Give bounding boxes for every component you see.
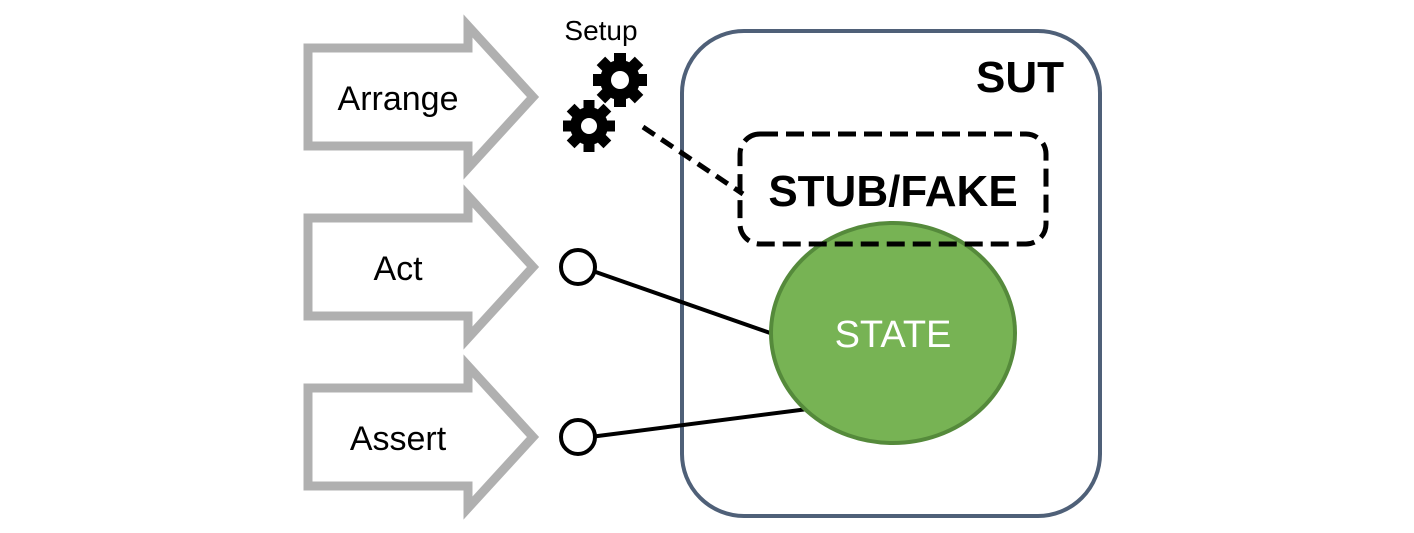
assert-phase: Assert bbox=[303, 354, 540, 520]
act-endpoint bbox=[559, 248, 597, 286]
stub-fake-box bbox=[737, 131, 1049, 247]
act-phase: Act bbox=[303, 184, 540, 350]
arrange-label: Arrange bbox=[338, 80, 459, 118]
setup-connector bbox=[641, 124, 745, 197]
state-label: STATE bbox=[835, 314, 952, 356]
setup-label: Setup bbox=[564, 15, 637, 46]
gear-large-icon bbox=[593, 53, 647, 107]
act-arrow bbox=[303, 184, 540, 350]
assert-connector bbox=[589, 407, 809, 439]
arrange-arrow bbox=[303, 14, 540, 180]
assert-arrow bbox=[303, 354, 540, 520]
state-node bbox=[769, 221, 1017, 445]
sut-label: SUT bbox=[976, 53, 1064, 102]
gear-small-icon bbox=[563, 100, 615, 152]
arrange-phase: Arrange bbox=[303, 14, 540, 180]
gears-icon bbox=[563, 53, 647, 152]
act-connector bbox=[589, 268, 774, 336]
assert-endpoint bbox=[559, 418, 597, 456]
stub-fake-label: STUB/FAKE bbox=[768, 167, 1017, 216]
assert-label: Assert bbox=[350, 420, 447, 458]
act-label: Act bbox=[373, 250, 423, 288]
